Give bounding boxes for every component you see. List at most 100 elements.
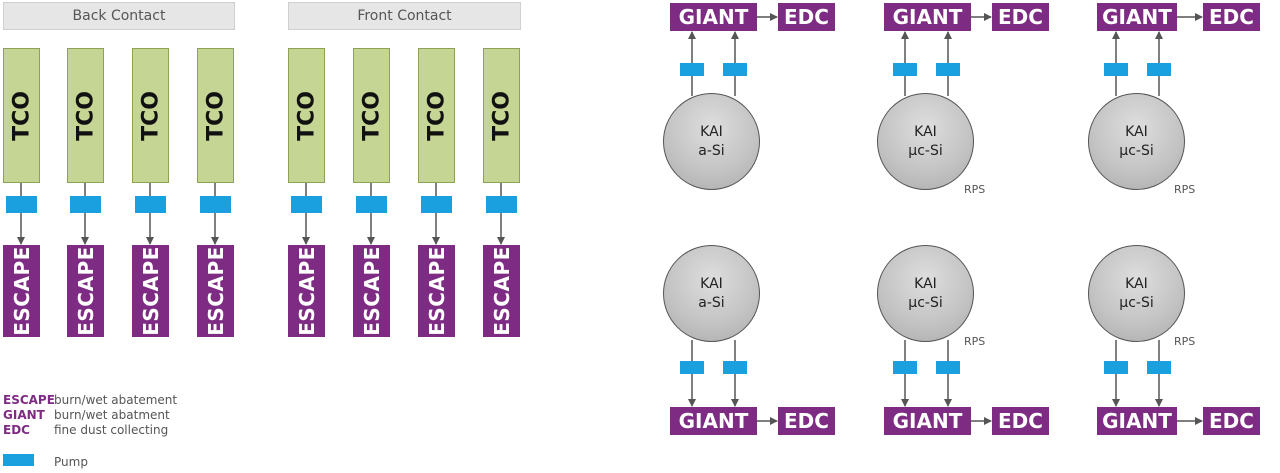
pump-icon — [723, 63, 747, 76]
legend-value: fine dust collecting — [54, 423, 169, 437]
giant-label: GIANT — [678, 5, 749, 29]
pump-icon — [936, 63, 960, 76]
pump-icon — [486, 196, 517, 213]
edc-box: EDC — [778, 3, 835, 31]
pump-legend-label: Pump — [54, 455, 88, 469]
giant-label: GIANT — [892, 409, 963, 433]
escape-box: ESCAPE — [483, 245, 520, 337]
escape-box: ESCAPE — [418, 245, 455, 337]
edc-box: EDC — [992, 407, 1049, 435]
giant-label: GIANT — [892, 5, 963, 29]
pump-icon — [200, 196, 231, 213]
pump-icon — [1104, 361, 1128, 374]
pump-icon — [1147, 63, 1171, 76]
kai-label: KAI — [1125, 275, 1148, 292]
tco-box: TCO — [197, 48, 234, 183]
pump-icon — [291, 196, 322, 213]
tco-label: TCO — [203, 90, 228, 141]
back-contact-label: Back Contact — [72, 8, 166, 24]
escape-label: ESCAPE — [138, 246, 163, 336]
kai-chamber: KAI µc-Si — [877, 245, 974, 342]
escape-label: ESCAPE — [203, 246, 228, 336]
edc-box: EDC — [992, 3, 1049, 31]
escape-box: ESCAPE — [197, 245, 234, 337]
tco-box: TCO — [418, 48, 455, 183]
rps-label: RPS — [1174, 335, 1196, 348]
rps-label: RPS — [1174, 183, 1196, 196]
giant-box: GIANT — [1097, 407, 1177, 435]
edc-box: EDC — [1203, 3, 1260, 31]
front-contact-header: Front Contact — [288, 2, 521, 30]
giant-label: GIANT — [1102, 409, 1172, 433]
tco-label: TCO — [359, 90, 384, 141]
tco-box: TCO — [353, 48, 390, 183]
kai-material: µc-Si — [1119, 142, 1154, 159]
escape-box: ESCAPE — [132, 245, 169, 337]
tco-label: TCO — [294, 90, 319, 141]
kai-label: KAI — [914, 123, 937, 140]
kai-label: KAI — [914, 275, 937, 292]
pump-icon — [1147, 361, 1171, 374]
kai-chamber: KAI a-Si — [663, 245, 760, 342]
giant-box: GIANT — [670, 407, 757, 435]
escape-box: ESCAPE — [3, 245, 40, 337]
pump-icon — [680, 361, 704, 374]
escape-label: ESCAPE — [424, 246, 449, 336]
kai-material: a-Si — [698, 294, 725, 311]
giant-label: GIANT — [678, 409, 749, 433]
pump-icon — [893, 63, 917, 76]
giant-box: GIANT — [670, 3, 757, 31]
tco-box: TCO — [288, 48, 325, 183]
escape-label: ESCAPE — [359, 246, 384, 336]
pump-icon — [356, 196, 387, 213]
legend-key: ESCAPE — [3, 393, 55, 407]
tco-label: TCO — [489, 90, 514, 141]
giant-box: GIANT — [1097, 3, 1177, 31]
escape-box: ESCAPE — [67, 245, 104, 337]
tco-label: TCO — [9, 90, 34, 141]
kai-chamber: KAI a-Si — [663, 93, 760, 190]
edc-label: EDC — [1209, 409, 1254, 433]
tco-box: TCO — [3, 48, 40, 183]
escape-box: ESCAPE — [353, 245, 390, 337]
escape-box: ESCAPE — [288, 245, 325, 337]
pump-icon — [6, 196, 37, 213]
tco-box: TCO — [483, 48, 520, 183]
tco-label: TCO — [73, 90, 98, 141]
rps-label: RPS — [964, 335, 986, 348]
edc-box: EDC — [1203, 407, 1260, 435]
kai-material: a-Si — [698, 142, 725, 159]
escape-label: ESCAPE — [9, 246, 34, 336]
front-contact-label: Front Contact — [357, 8, 452, 24]
back-contact-header: Back Contact — [3, 2, 235, 30]
kai-material: µc-Si — [908, 142, 943, 159]
escape-label: ESCAPE — [73, 246, 98, 336]
edc-label: EDC — [998, 409, 1043, 433]
kai-label: KAI — [700, 275, 723, 292]
tco-label: TCO — [138, 90, 163, 141]
edc-label: EDC — [784, 5, 829, 29]
pump-icon — [936, 361, 960, 374]
edc-label: EDC — [998, 5, 1043, 29]
kai-material: µc-Si — [1119, 294, 1154, 311]
pump-icon — [70, 196, 101, 213]
edc-box: EDC — [778, 407, 835, 435]
pump-icon — [680, 63, 704, 76]
giant-box: GIANT — [884, 3, 971, 31]
pump-icon — [893, 361, 917, 374]
pump-icon — [723, 361, 747, 374]
edc-label: EDC — [784, 409, 829, 433]
legend-key: EDC — [3, 423, 30, 437]
tco-box: TCO — [132, 48, 169, 183]
pump-icon — [135, 196, 166, 213]
tco-label: TCO — [424, 90, 449, 141]
pump-legend-icon — [3, 454, 34, 466]
edc-label: EDC — [1209, 5, 1254, 29]
pump-icon — [1104, 63, 1128, 76]
kai-label: KAI — [700, 123, 723, 140]
legend-key: GIANT — [3, 408, 45, 422]
escape-label: ESCAPE — [489, 246, 514, 336]
giant-box: GIANT — [884, 407, 971, 435]
kai-chamber: KAI µc-Si — [877, 93, 974, 190]
